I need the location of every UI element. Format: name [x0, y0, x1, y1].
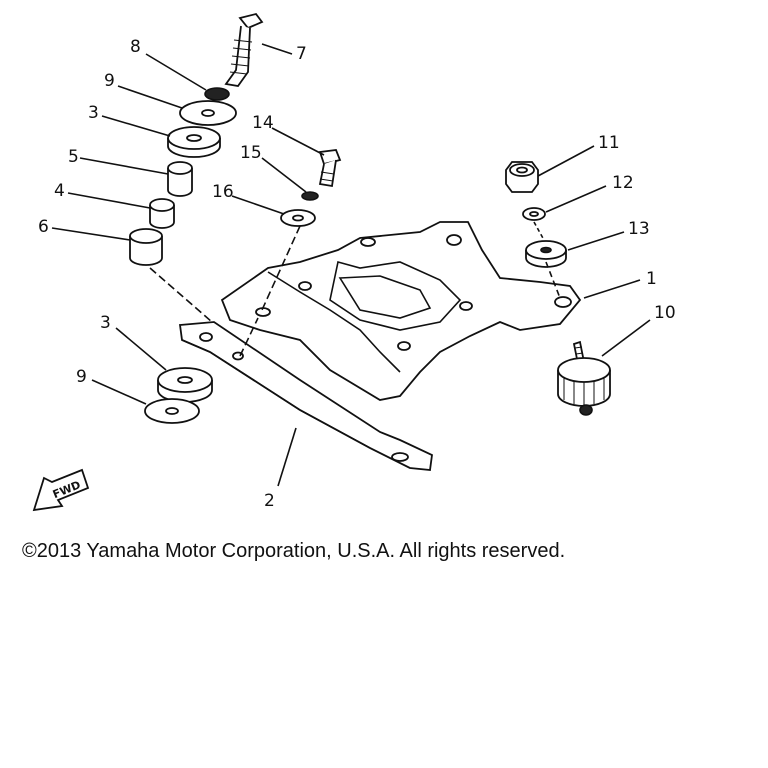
- callout-3-bottom: 3: [100, 313, 111, 333]
- alignment-lines: [149, 221, 561, 357]
- callout-9-top: 9: [104, 71, 115, 91]
- callout-16: 16: [212, 182, 234, 202]
- rubber-washer-13: [525, 240, 567, 268]
- callout-11: 11: [598, 133, 620, 153]
- damper-3-bottom: [157, 367, 213, 403]
- callout-3-top: 3: [88, 103, 99, 123]
- support-bar: [178, 321, 433, 471]
- callout-5: 5: [68, 147, 79, 167]
- callout-4: 4: [54, 181, 65, 201]
- washer-12: [522, 207, 546, 221]
- callout-6: 6: [38, 217, 49, 237]
- callout-2: 2: [264, 491, 275, 511]
- callout-15: 15: [240, 143, 262, 163]
- callout-13: 13: [628, 219, 650, 239]
- main-bracket-plate: [220, 221, 582, 401]
- callout-12: 12: [612, 173, 634, 193]
- washer-9-top: [179, 100, 237, 126]
- collar-5: [167, 161, 193, 197]
- callout-1: 1: [646, 269, 657, 289]
- bolt-7: [224, 12, 264, 87]
- lock-washer-8: [204, 87, 230, 101]
- rubber-mount-10: [557, 340, 611, 416]
- callout-8: 8: [130, 37, 141, 57]
- bushing-6: [129, 228, 163, 266]
- lock-washer-15: [301, 191, 319, 201]
- washer-16: [280, 209, 316, 227]
- damper-3-top: [167, 126, 221, 158]
- copyright-notice: ©2013 Yamaha Motor Corporation, U.S.A. A…: [22, 540, 566, 562]
- nut-11: [505, 161, 539, 193]
- parts-diagram: 7 8 9 3 5 4 6 3 9 2 14 15 16 11 12 13 1 …: [32, 12, 676, 512]
- callout-14: 14: [252, 113, 274, 133]
- bolt-14: [318, 149, 342, 188]
- washer-9-bottom: [144, 398, 200, 424]
- leader-lines: [51, 43, 651, 487]
- callout-numbers: 7 8 9 3 5 4 6 3 9 2 14 15 16 11 12 13 1 …: [38, 37, 676, 511]
- callout-7: 7: [296, 44, 307, 64]
- callout-10: 10: [654, 303, 676, 323]
- fwd-arrow-icon: FWD: [32, 468, 90, 512]
- callout-9-bottom: 9: [76, 367, 87, 387]
- collar-4: [149, 198, 175, 229]
